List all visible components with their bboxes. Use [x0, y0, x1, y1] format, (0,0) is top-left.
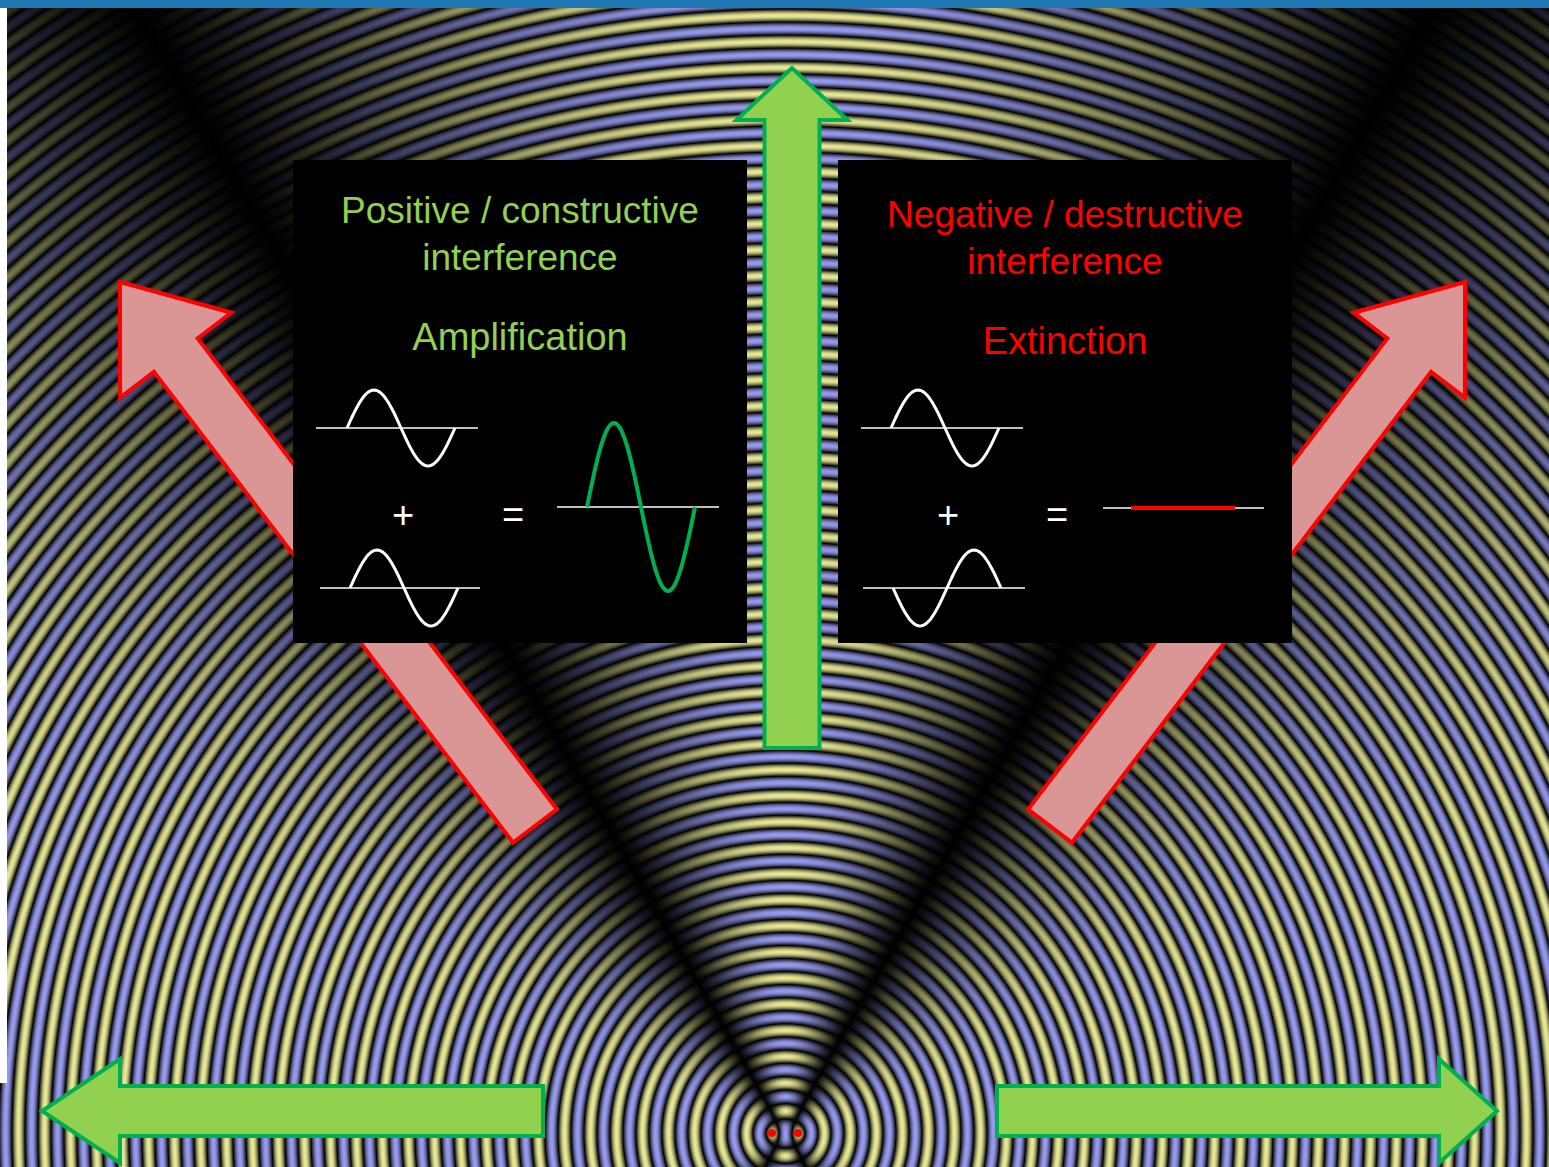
flat-result [1131, 506, 1235, 510]
math-symbol: + [918, 491, 978, 540]
panel-heading: Amplification [302, 313, 738, 362]
math-symbol: = [483, 491, 543, 540]
text-panel: Positive / constructive interferenceAmpl… [293, 160, 747, 643]
panel-heading: Positive / constructive interference [302, 187, 738, 282]
sine-wave [893, 550, 1001, 626]
sine-wave [350, 550, 458, 626]
green-arrow [42, 1059, 543, 1163]
sine-wave [891, 390, 999, 466]
wave-sketch [293, 160, 747, 643]
green-arrow [997, 1059, 1497, 1163]
panel-heading: Negative / destructive interference [847, 191, 1283, 286]
text-panel: Negative / destructive interferenceExtin… [838, 160, 1292, 643]
math-symbol: = [1027, 491, 1087, 540]
source-dot [794, 1129, 802, 1137]
top-bar [0, 0, 1549, 8]
panel-heading: Extinction [847, 317, 1283, 366]
sine-wave [587, 423, 695, 591]
arrow-group [42, 68, 1497, 1163]
axis-line [320, 587, 480, 589]
source-dot [768, 1129, 776, 1137]
axis-line [1103, 507, 1264, 509]
sine-wave [347, 390, 455, 466]
left-strip [0, 8, 7, 1083]
math-symbol: + [373, 491, 433, 540]
green-arrow [737, 68, 848, 748]
